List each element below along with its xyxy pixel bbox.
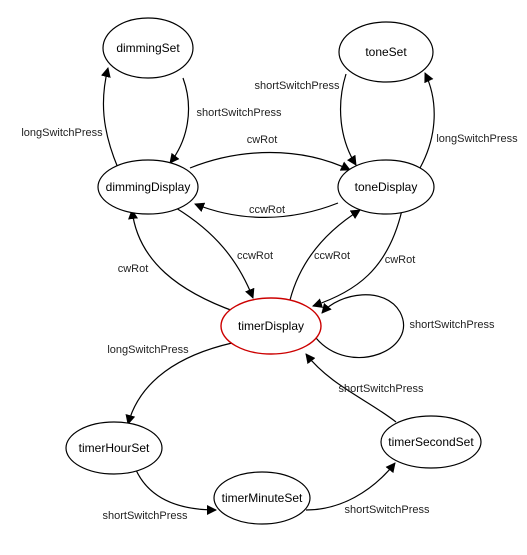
state-ellipse: [97, 159, 199, 215]
edge-timerDisplay-to-toneDisplay: ccwRot: [289, 209, 361, 301]
state-node-toneSet: toneSet: [338, 21, 434, 83]
edge-line: [100, 67, 119, 169]
state-node-timerMinuteSet: timerMinuteSet: [213, 471, 311, 525]
state-node-timerHourSet: timerHourSet: [65, 421, 163, 475]
state-ellipse: [65, 421, 163, 475]
edge-line: [419, 72, 435, 169]
state-node-dimmingDisplay: dimmingDisplay: [97, 159, 199, 215]
state-node-dimmingSet: dimmingSet: [102, 17, 194, 79]
edges: longSwitchPress shortSwitchPress shortSw…: [21, 67, 518, 522]
edge-timerHourSet-to-timerMinuteSet: shortSwitchPress: [103, 469, 217, 522]
edge-timerDisplay-to-dimmingDisplay: cwRot: [118, 209, 237, 313]
state-node-timerDisplay: timerDisplay: [220, 297, 322, 355]
edge-line: [305, 462, 396, 511]
edge-toneSet-to-toneDisplay: shortSwitchPress: [255, 73, 357, 166]
edge-label: cwRot: [385, 254, 416, 266]
state-label: timerHourSet: [79, 441, 150, 455]
edge-toneDisplay-to-timerDisplay: cwRot: [312, 209, 416, 308]
edge-line: [125, 342, 233, 425]
edge-label: shortSwitchPress: [345, 504, 430, 516]
state-label: timerSecondSet: [388, 435, 474, 449]
edge-label: shortSwitchPress: [339, 383, 424, 395]
edge-label: shortSwitchPress: [255, 80, 340, 92]
edge-line: [315, 294, 405, 359]
edge-timerDisplay-self-loop: shortSwitchPress: [315, 294, 495, 359]
edge-line: [305, 353, 397, 423]
edge-dimmingDisplay-to-timerDisplay: ccwRot: [175, 207, 273, 299]
edge-timerSecondSet-to-timerDisplay: shortSwitchPress: [305, 353, 424, 423]
state-ellipse: [220, 297, 322, 355]
edge-label: shortSwitchPress: [103, 510, 188, 522]
edge-timerDisplay-to-timerHourSet: longSwitchPress: [107, 342, 233, 425]
edge-line: [128, 209, 237, 313]
edge-dimmingDisplay-to-toneDisplay: cwRot: [189, 134, 351, 171]
edge-label: ccwRot: [314, 250, 350, 262]
state-node-timerSecondSet: timerSecondSet: [380, 415, 482, 469]
edge-label: cwRot: [247, 134, 278, 146]
state-label: timerDisplay: [238, 319, 304, 333]
edge-dimmingDisplay-to-dimmingSet: longSwitchPress: [21, 67, 119, 169]
state-ellipse: [213, 471, 311, 525]
edge-line: [339, 73, 357, 166]
edge-dimmingSet-to-dimmingDisplay: shortSwitchPress: [169, 77, 282, 164]
edge-line: [189, 151, 351, 171]
state-label: toneDisplay: [355, 180, 418, 194]
edge-line: [135, 469, 217, 515]
edge-label: ccwRot: [237, 250, 273, 262]
edge-line: [312, 209, 403, 308]
state-ellipse: [380, 415, 482, 469]
edge-label: shortSwitchPress: [197, 107, 282, 119]
edge-label: shortSwitchPress: [410, 319, 495, 331]
edge-label: longSwitchPress: [21, 127, 103, 139]
state-label: timerMinuteSet: [222, 491, 303, 505]
edge-label: longSwitchPress: [107, 344, 189, 356]
nodes: dimmingSet toneSet dimmingDisplay toneDi…: [65, 17, 482, 525]
edge-line: [175, 207, 255, 299]
state-ellipse: [338, 21, 434, 83]
edge-toneDisplay-to-toneSet: longSwitchPress: [419, 72, 518, 169]
state-ellipse: [337, 159, 435, 215]
edge-label: ccwRot: [249, 204, 285, 216]
state-label: toneSet: [365, 45, 407, 59]
edge-line: [169, 77, 190, 164]
edge-line: [289, 209, 361, 301]
state-node-toneDisplay: toneDisplay: [337, 159, 435, 215]
state-label: dimmingDisplay: [106, 180, 191, 194]
edge-timerMinuteSet-to-timerSecondSet: shortSwitchPress: [305, 462, 430, 516]
edge-label: longSwitchPress: [436, 133, 518, 145]
edge-line: [194, 202, 339, 218]
edge-label: cwRot: [118, 263, 149, 275]
edge-toneDisplay-to-dimmingDisplay: ccwRot: [194, 202, 339, 218]
state-label: dimmingSet: [116, 41, 180, 55]
state-ellipse: [102, 17, 194, 79]
